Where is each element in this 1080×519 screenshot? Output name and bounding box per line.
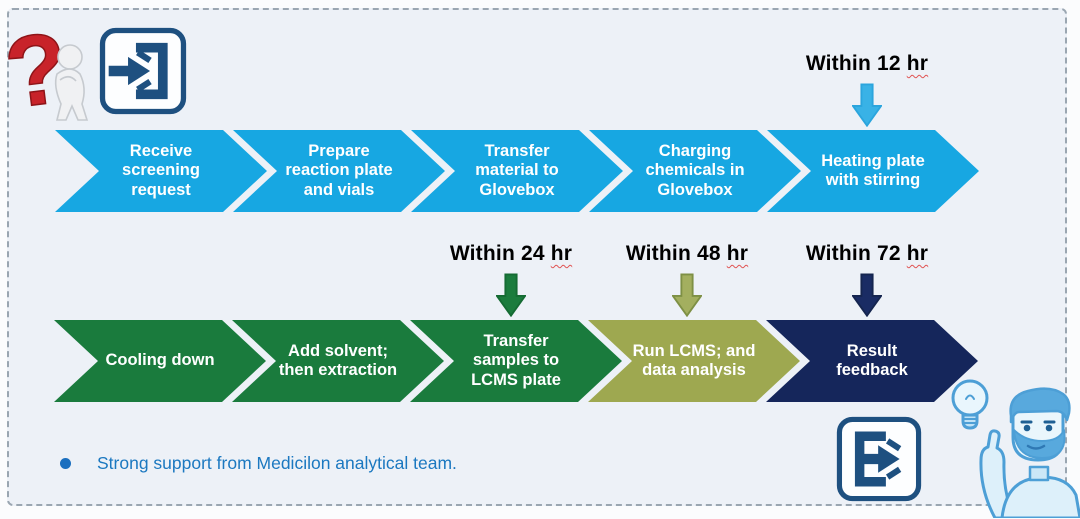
right-arrow-shape [108,56,151,86]
flow-step-label: Transfer material to Glovebox [475,141,559,199]
flow-step-label: Prepare reaction plate and vials [285,141,393,199]
flow-step: Run LCMS; and data analysis [588,320,800,402]
flow-step-label: Charging chemicals in Glovebox [645,141,745,199]
flow-step: Result feedback [766,320,978,402]
flow-row-bottom: Cooling down Add solvent; then extraction… [54,320,978,402]
flow-step-label: Add solvent; then extraction [278,341,398,379]
beard [1013,429,1066,459]
time-annotation-unit: hr [906,52,929,75]
down-arrow-icon [852,83,882,128]
hair [1009,387,1071,424]
time-annotation-unit: hr [906,242,929,265]
door-bracket-shape [135,42,168,100]
flow-step-label: Run LCMS; and data analysis [632,341,756,379]
down-arrow-icon [496,273,526,318]
down-arrow-icon [852,273,882,318]
down-arrow-icon [672,273,702,318]
flow-step: Receive screening request [55,130,267,212]
time-annotation-unit: hr [550,242,573,265]
bullet-icon [60,458,71,469]
time-annotation-unit: hr [726,242,749,265]
flow-step-label: Cooling down [105,351,215,370]
right-arrow-shape [859,445,900,473]
door-bracket-shape [854,431,886,487]
footnote-text: Strong support from Medicilon analytical… [97,453,457,473]
flow-step-label: Transfer samples to LCMS plate [471,331,561,389]
flow-step: Cooling down [54,320,266,402]
footnote: Strong support from Medicilon analytical… [60,453,457,474]
motion-marks [136,49,152,93]
thinking-man [951,379,1080,518]
time-annotation-text: Within 48 [625,242,721,265]
time-annotation-text: Within 24 [449,242,545,265]
raised-arm [979,429,1016,518]
exit-arrow-icon [836,416,922,502]
flow-row-top: Receive screening request Prepare reactio… [55,130,979,212]
question-figure: ? [6,18,89,124]
body [1000,475,1080,518]
flow-step-label: Result feedback [836,341,908,379]
motion-marks [885,438,902,480]
time-annotation-text: Within 72 [805,242,901,265]
flow-step-label: Heating plate with stirring [821,151,925,189]
enter-arrow-icon [99,27,187,115]
time-annotation-text: Within 12 [805,52,901,75]
flow-step-label: Receive screening request [122,141,200,199]
